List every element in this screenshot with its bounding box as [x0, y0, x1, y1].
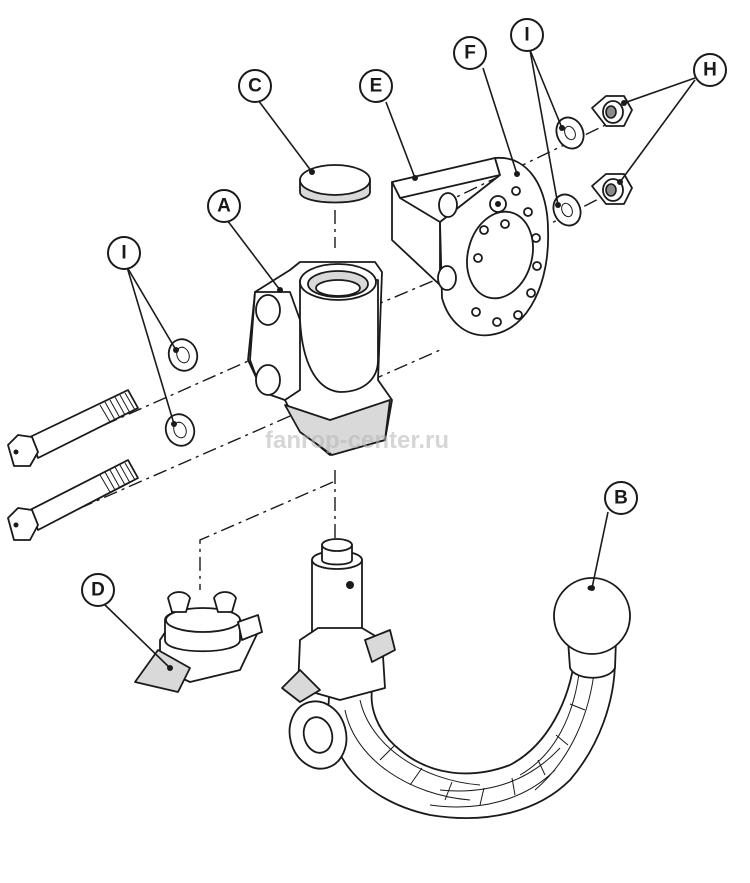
- lock-mechanism: [134, 591, 263, 693]
- housing: [247, 261, 393, 456]
- callout-c-label: C: [248, 76, 262, 97]
- callout-f-label: F: [464, 43, 476, 64]
- callout-f: F: [453, 36, 487, 70]
- lock-nut-lower: [591, 173, 633, 205]
- axis-line-upper-nut: [439, 117, 621, 206]
- bracket-holes: [471, 186, 542, 327]
- callout-a-label: A: [217, 196, 231, 217]
- axis-line-upper-bolt-bracket: [344, 277, 441, 319]
- callout-i-top-label: I: [524, 25, 529, 46]
- callout-e-label: E: [370, 76, 383, 97]
- lock-nut-upper: [591, 95, 633, 127]
- callout-h-label: H: [703, 60, 717, 81]
- callout-b-label: B: [614, 488, 628, 509]
- bolt-lower: [7, 459, 139, 541]
- axis-line-lock: [199, 481, 334, 590]
- callout-a: A: [207, 189, 241, 223]
- washer-right-lower: [552, 193, 582, 227]
- callout-i-top: I: [510, 18, 544, 52]
- axis-line-lower-bolt-bracket: [344, 349, 441, 393]
- washer-left-lower: [164, 413, 196, 447]
- callout-i-left: I: [107, 236, 141, 270]
- callout-b: B: [604, 481, 638, 515]
- callout-e: E: [359, 69, 393, 103]
- callout-h: H: [693, 53, 727, 87]
- callout-c: C: [238, 69, 272, 103]
- ball-neck: [281, 538, 631, 819]
- mounting-bracket: [391, 157, 549, 337]
- bolt-upper: [7, 389, 139, 467]
- callout-d-label: D: [91, 580, 105, 601]
- cover-cap: [299, 164, 371, 204]
- callout-leaders: [104, 49, 696, 671]
- watermark-text: fanrop-center.ru: [265, 427, 449, 454]
- callout-d: D: [81, 573, 115, 607]
- washer-right-upper: [555, 116, 585, 150]
- callout-i-left-label: I: [121, 243, 126, 264]
